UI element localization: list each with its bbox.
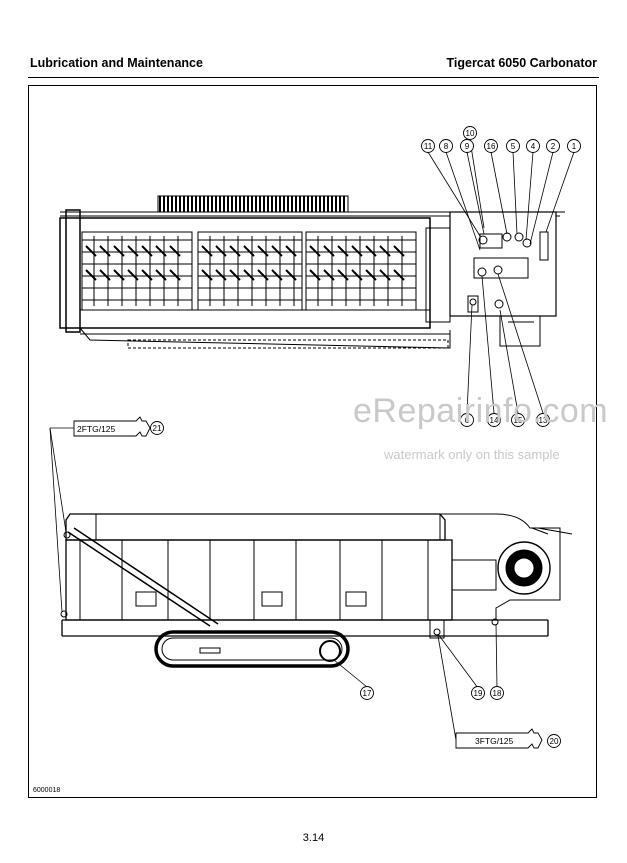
side-leaders	[49, 427, 498, 741]
callout-14	[487, 413, 501, 427]
callout-15	[511, 413, 525, 427]
callout-5	[506, 139, 520, 153]
callout-4-label: 4	[531, 142, 536, 151]
header-rule	[28, 77, 599, 78]
callout-1	[567, 139, 581, 153]
callout-6	[460, 413, 474, 427]
callout-17	[360, 686, 374, 700]
figure-id: 6000018	[33, 787, 61, 794]
callout-6-label: 6	[465, 416, 470, 425]
section-title: Lubrication and Maintenance	[30, 56, 203, 70]
side-view-machine	[60, 513, 573, 668]
callout-2-label: 2	[551, 142, 556, 151]
callout-18	[490, 686, 504, 700]
callout-13-label: 13	[539, 416, 548, 425]
callout-13	[536, 413, 550, 427]
callout-4	[526, 139, 540, 153]
top-view-machine	[59, 195, 565, 349]
grease-tag-2ftg: 2FTG/125	[77, 424, 116, 434]
callout-19-label: 19	[474, 689, 483, 698]
callout-16	[484, 139, 498, 153]
callout-group-top	[421, 126, 581, 427]
callout-8	[439, 139, 453, 153]
grease-fitting-tag-bottom	[455, 728, 543, 749]
watermark-brand: eRepairinfo.com	[353, 392, 609, 430]
grease-fitting-tag-top	[73, 416, 151, 437]
callout-19	[471, 686, 485, 700]
callout-16-label: 16	[487, 142, 496, 151]
page-number: 3.14	[302, 832, 325, 844]
callout-2	[546, 139, 560, 153]
callout-11	[421, 139, 435, 153]
callout-9-label: 9	[465, 142, 470, 151]
callout-9	[460, 139, 474, 153]
callout-20	[547, 734, 561, 748]
top-leaders	[427, 139, 575, 414]
callout-14-label: 14	[490, 416, 499, 425]
grease-tag-3ftg: 3FTG/125	[475, 736, 514, 746]
callout-10	[463, 126, 477, 140]
watermark-note: watermark only on this sample	[384, 447, 560, 462]
callout-15-label: 15	[514, 416, 523, 425]
callout-5-label: 5	[511, 142, 516, 151]
callout-8-label: 8	[444, 142, 449, 151]
machine-title: Tigercat 6050 Carbonator	[446, 56, 597, 70]
figure-frame	[28, 85, 597, 798]
callout-20-label: 20	[550, 737, 559, 746]
callout-1-label: 1	[572, 142, 577, 151]
callout-10-label: 10	[466, 129, 475, 138]
callout-21	[150, 421, 164, 435]
callout-21-label: 21	[153, 424, 162, 433]
callout-11-label: 11	[424, 142, 433, 151]
callout-18-label: 18	[493, 689, 502, 698]
callout-17-label: 17	[363, 689, 372, 698]
top-comb	[157, 195, 349, 213]
